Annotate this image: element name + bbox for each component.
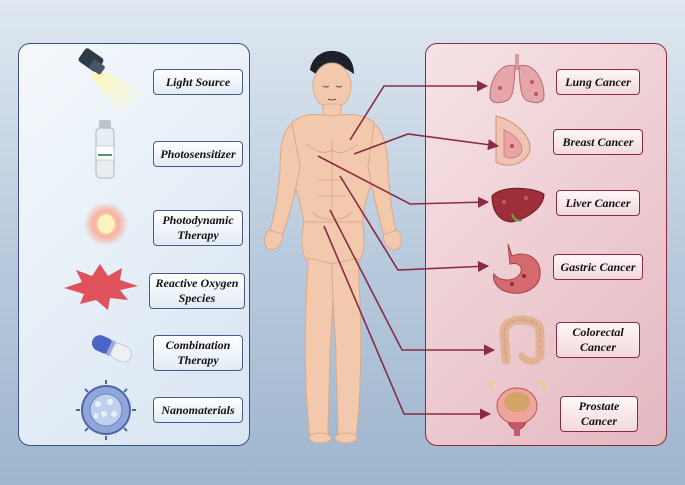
label-colorectal-cancer: Colorectal Cancer	[556, 322, 640, 358]
cancer-label: Liver Cancer	[565, 195, 631, 210]
treatment-label: Nanomaterials	[161, 402, 235, 417]
label-breast-cancer: Breast Cancer	[553, 129, 643, 155]
arrow-prostate	[323, 225, 492, 420]
arrow-liver	[317, 155, 490, 208]
arrow-colorectal	[329, 209, 496, 356]
liver-icon	[491, 187, 545, 223]
arrow-breast	[353, 133, 500, 155]
nanoparticle-icon	[76, 380, 136, 440]
cancer-panel	[425, 43, 667, 446]
label-lung-cancer: Lung Cancer	[556, 69, 640, 95]
cancer-label: Colorectal Cancer	[572, 325, 624, 354]
arrow-lung	[349, 80, 489, 141]
label-liver-cancer: Liver Cancer	[556, 190, 640, 216]
treatment-label: Light Source	[165, 74, 231, 89]
label-photodynamic-therapy: Photodynamic Therapy	[153, 210, 243, 246]
lungs-icon	[489, 54, 545, 104]
cancer-label: Gastric Cancer	[560, 259, 636, 274]
vial-icon	[95, 120, 115, 179]
human-body-figure	[264, 50, 402, 444]
label-prostate-cancer: Prostate Cancer	[560, 396, 638, 432]
colon-icon	[499, 315, 545, 365]
cancer-label: Breast Cancer	[562, 134, 634, 149]
stomach-icon	[493, 243, 541, 294]
prostate-icon	[488, 380, 546, 436]
label-combination-therapy: Combination Therapy	[153, 335, 243, 371]
arrow-gastric	[339, 175, 490, 273]
flashlight-icon	[78, 48, 145, 112]
glowing-cell-icon	[84, 202, 128, 246]
label-reactive-oxygen-species: Reactive Oxygen Species	[149, 273, 245, 309]
label-light-source: Light Source	[153, 69, 243, 95]
label-nanomaterials: Nanomaterials	[153, 397, 243, 423]
label-photosensitizer: Photosensitizer	[153, 141, 243, 167]
cancer-label: Lung Cancer	[565, 74, 631, 89]
treatment-label: Reactive Oxygen Species	[155, 276, 239, 305]
connector-arrows	[317, 80, 500, 420]
label-gastric-cancer: Gastric Cancer	[553, 254, 643, 280]
treatment-label: Photosensitizer	[160, 146, 236, 161]
starburst-icon	[64, 264, 138, 310]
cancer-label: Prostate Cancer	[578, 399, 620, 428]
treatment-label: Combination Therapy	[165, 338, 231, 367]
breast-icon	[495, 115, 531, 166]
capsule-icon	[91, 335, 133, 363]
treatment-label: Photodynamic Therapy	[162, 213, 234, 242]
